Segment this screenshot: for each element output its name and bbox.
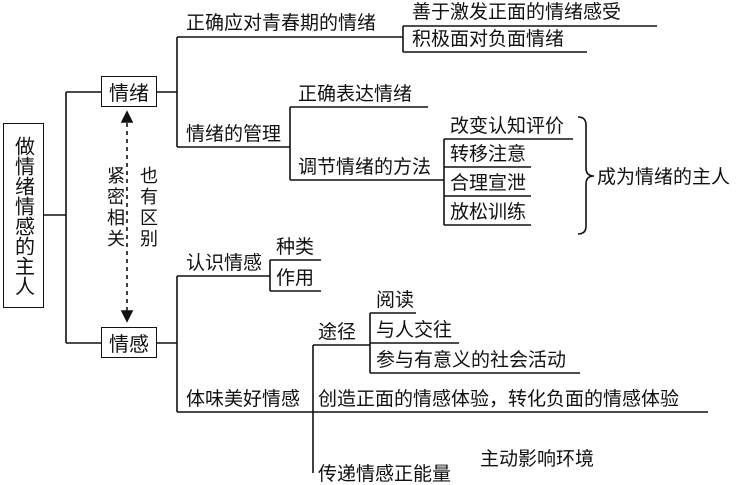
- connector-lines: [44, 25, 708, 473]
- relation-arrowhead-down: [120, 310, 134, 323]
- pass-item-1: 主动影响环境: [480, 448, 595, 470]
- method-item-4: 放松训练: [450, 201, 527, 223]
- way-item-2: 与人交往: [376, 319, 453, 341]
- experience-label: 体味美好情感: [186, 388, 301, 410]
- mind-map: 做情绪情感的主人 情绪 情感 紧密相关 也有区别 正确应对青春期的情绪 善于激发…: [3, 1, 731, 485]
- goal-label: 成为情绪的主人: [597, 166, 731, 188]
- way-item-1: 阅读: [376, 289, 415, 311]
- way-item-3: 参与有意义的社会活动: [376, 349, 567, 371]
- pass-label: 传递情感正能量: [318, 463, 452, 485]
- goal-brace: [577, 116, 595, 235]
- root-node: 做情绪情感的主人: [3, 123, 44, 308]
- create-label: 创造正面的情感体验，转化负面的情感体验: [318, 388, 680, 410]
- branch2-label: 情绪的管理: [186, 123, 282, 145]
- know-item-2: 作用: [276, 267, 315, 289]
- know-label: 认识情感: [186, 252, 263, 274]
- method-item-2: 转移注意: [450, 143, 527, 165]
- branch1-label: 正确应对青春期的情绪: [186, 12, 377, 34]
- method-item-3: 合理宣泄: [450, 172, 527, 194]
- relation-right-label: 也有区别: [137, 166, 158, 250]
- qingxu-node: 情绪: [101, 76, 157, 107]
- know-item-1: 种类: [276, 236, 315, 258]
- methods-label: 调节情绪的方法: [298, 156, 432, 178]
- qinggan-node: 情感: [101, 327, 157, 358]
- express-label: 正确表达情绪: [298, 83, 413, 105]
- branch1-item-2: 积极面对负面情绪: [412, 28, 565, 50]
- way-label: 途径: [318, 321, 357, 343]
- relation-arrowhead-up: [120, 110, 134, 123]
- method-item-1: 改变认知评价: [450, 115, 565, 137]
- branch1-item-1: 善于激发正面的情绪感受: [412, 1, 622, 23]
- relation-left-label: 紧密相关: [104, 166, 125, 250]
